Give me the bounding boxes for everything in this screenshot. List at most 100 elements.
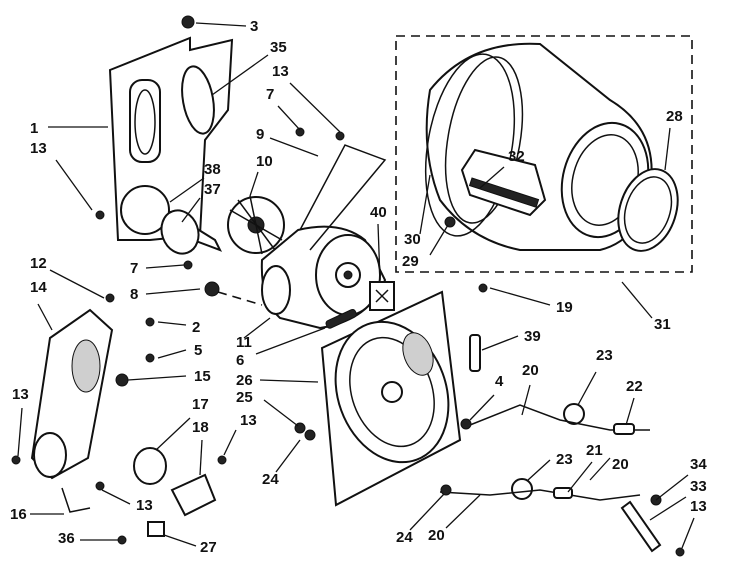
rear-bulkhead bbox=[320, 290, 462, 507]
callout-label-c26: 26 bbox=[236, 372, 253, 389]
leader-line-c13b bbox=[55, 159, 93, 211]
leader-line-c24b bbox=[409, 493, 445, 531]
leader-line-c35 bbox=[211, 54, 269, 96]
roller-assembly-upper bbox=[469, 403, 650, 435]
bracket-39 bbox=[469, 334, 481, 372]
callout-label-c13f: 13 bbox=[136, 497, 153, 514]
callout-label-c16: 16 bbox=[10, 506, 27, 523]
callout-label-c20b: 20 bbox=[612, 456, 629, 473]
callout-label-c14: 14 bbox=[30, 279, 47, 296]
callout-label-c40: 40 bbox=[370, 204, 387, 221]
drum-assembly-box bbox=[395, 35, 693, 273]
leader-line-c27 bbox=[163, 534, 197, 547]
leader-line-c20a bbox=[521, 384, 531, 416]
leader-line-c11 bbox=[243, 317, 271, 339]
leader-line-c20c bbox=[445, 494, 481, 529]
callout-label-c2: 2 bbox=[192, 319, 200, 336]
leader-line-c37 bbox=[181, 197, 201, 223]
leader-line-c34 bbox=[655, 474, 689, 501]
leader-line-c13c bbox=[17, 407, 23, 457]
leader-line-c9 bbox=[269, 137, 319, 157]
callout-label-c38: 38 bbox=[204, 161, 221, 178]
leader-line-c40 bbox=[377, 223, 381, 281]
callout-label-c7b: 7 bbox=[130, 260, 138, 277]
idler-housing-14 bbox=[30, 308, 114, 480]
callout-label-c29: 29 bbox=[402, 253, 419, 270]
callout-label-c24b: 24 bbox=[396, 529, 413, 546]
leader-line-c13f bbox=[101, 489, 131, 505]
leader-line-c3 bbox=[195, 22, 247, 27]
leader-line-c39 bbox=[481, 335, 519, 351]
leader-line-c8 bbox=[145, 288, 201, 295]
leader-line-c32 bbox=[479, 166, 505, 189]
leader-line-c29 bbox=[429, 224, 449, 256]
leader-line-c28 bbox=[664, 127, 671, 171]
callout-label-c13b: 13 bbox=[30, 140, 47, 157]
callout-label-c31: 31 bbox=[654, 316, 671, 333]
leader-line-c6 bbox=[255, 327, 326, 355]
drive-belt bbox=[299, 144, 387, 251]
callout-label-c3: 3 bbox=[250, 18, 258, 35]
callout-label-c28: 28 bbox=[666, 108, 683, 125]
leader-line-c4 bbox=[469, 394, 495, 421]
felt-seal-6 bbox=[325, 308, 357, 329]
callout-label-c9: 9 bbox=[256, 126, 264, 143]
callout-label-c24a: 24 bbox=[262, 471, 279, 488]
leader-line-c13a bbox=[289, 82, 341, 133]
callout-label-c21: 21 bbox=[586, 442, 603, 459]
leader-line-c20b bbox=[589, 457, 611, 481]
callout-label-c4: 4 bbox=[495, 373, 504, 390]
callout-label-c8: 8 bbox=[130, 286, 138, 303]
leader-line-c14 bbox=[37, 303, 53, 331]
blower-wheel bbox=[227, 195, 285, 255]
callout-label-c5: 5 bbox=[194, 342, 202, 359]
callout-label-c25: 25 bbox=[236, 389, 253, 406]
front-panel bbox=[108, 36, 234, 241]
callout-label-c36: 36 bbox=[58, 530, 75, 547]
callout-label-c12: 12 bbox=[30, 255, 47, 272]
callout-label-c20c: 20 bbox=[428, 527, 445, 544]
callout-label-c33: 33 bbox=[690, 478, 707, 495]
clip-27 bbox=[147, 521, 165, 537]
callout-label-c19: 19 bbox=[556, 299, 573, 316]
callout-label-c23a: 23 bbox=[596, 347, 613, 364]
callout-label-c20a: 20 bbox=[522, 362, 539, 379]
roller-assembly-lower bbox=[439, 478, 641, 501]
leader-line-c17 bbox=[155, 417, 191, 451]
leader-line-c30 bbox=[419, 174, 431, 235]
leader-line-c23b bbox=[527, 459, 551, 481]
callout-label-c13e: 13 bbox=[690, 498, 707, 515]
leader-line-c21 bbox=[567, 461, 593, 493]
callout-label-c30: 30 bbox=[404, 231, 421, 248]
callout-label-c17: 17 bbox=[192, 396, 209, 413]
shaft-33 bbox=[620, 500, 662, 553]
drive-motor bbox=[260, 225, 387, 330]
callout-label-c39: 39 bbox=[524, 328, 541, 345]
callout-label-c15: 15 bbox=[194, 368, 211, 385]
leader-line-c10 bbox=[249, 171, 259, 197]
leader-line-c26 bbox=[259, 379, 319, 383]
leader-line-c18 bbox=[199, 439, 203, 476]
callout-label-c22: 22 bbox=[626, 378, 643, 395]
leader-lines bbox=[17, 22, 695, 549]
leader-line-c22 bbox=[625, 397, 635, 426]
leader-line-c7b bbox=[145, 264, 185, 269]
callout-label-c37: 37 bbox=[204, 181, 221, 198]
bracket-16 bbox=[61, 487, 91, 513]
drum-baffle bbox=[460, 148, 547, 217]
callout-label-c34: 34 bbox=[690, 456, 707, 473]
leader-line-c13d bbox=[223, 429, 237, 456]
leader-line-c33 bbox=[649, 496, 687, 521]
fasteners bbox=[11, 15, 685, 557]
motor-mount-18 bbox=[170, 473, 217, 517]
assembly-link bbox=[217, 291, 263, 306]
callout-label-c35: 35 bbox=[270, 39, 287, 56]
leader-line-c24a bbox=[275, 439, 301, 473]
callout-label-c13a: 13 bbox=[272, 63, 289, 80]
leader-line-c7a bbox=[277, 105, 301, 131]
callout-label-c27: 27 bbox=[200, 539, 217, 556]
leader-line-c31 bbox=[621, 281, 653, 319]
leader-line-c15 bbox=[127, 375, 187, 381]
callout-label-c6: 6 bbox=[236, 352, 244, 369]
